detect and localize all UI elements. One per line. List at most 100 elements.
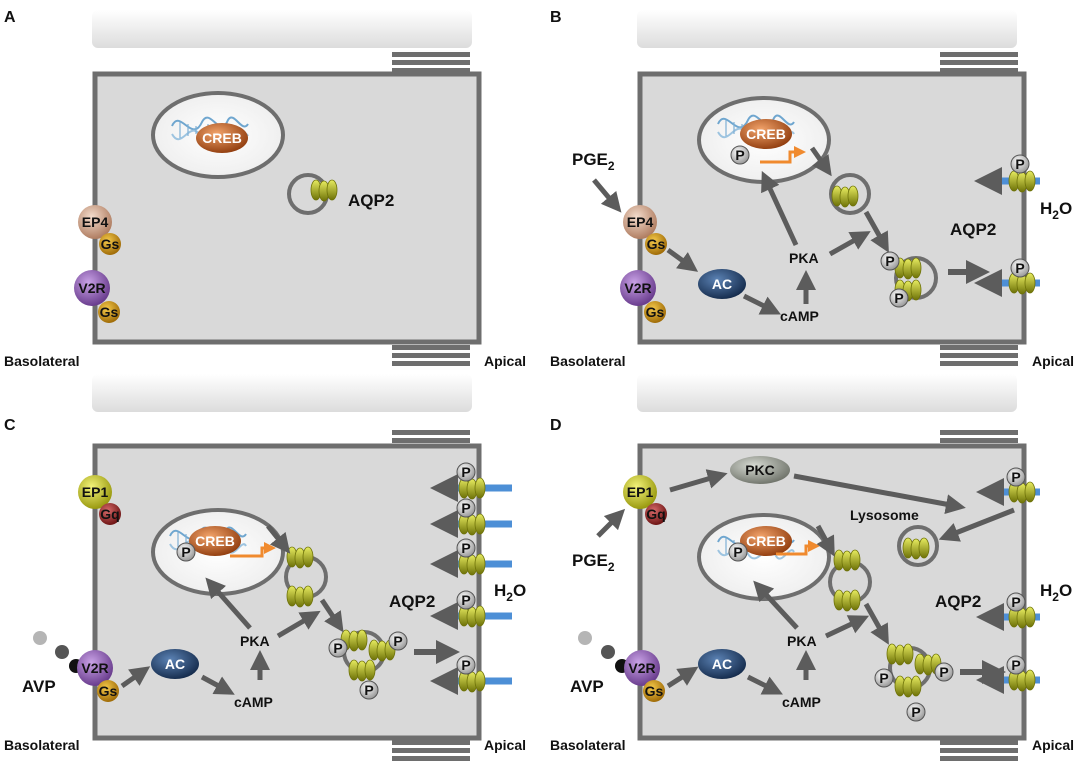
gs-label: Gs [647, 236, 666, 252]
h2o-label: H2O [494, 581, 526, 604]
gs-label: Gs [645, 683, 664, 699]
p-label: P [735, 147, 744, 163]
p-label: P [1015, 156, 1024, 172]
panel-c: C CREB P P P P AQP2 H2O EP1 Gq AVP [4, 374, 526, 761]
p-label: P [1011, 469, 1020, 485]
apical-label: Apical [484, 737, 526, 753]
p-label: P [393, 633, 402, 649]
avp-molecule [601, 645, 615, 659]
camp-label: cAMP [782, 694, 821, 710]
gs-protein-2 [98, 301, 120, 323]
panel-d: D CREB P P P P Lysosome AQP2 H2O EP1 Gq … [550, 374, 1074, 761]
ac-label: AC [165, 656, 185, 672]
v2r-label: V2R [628, 660, 655, 676]
camp-label: cAMP [780, 308, 819, 324]
p-label: P [885, 253, 894, 269]
gq-label: Gq [646, 506, 665, 522]
p-label: P [333, 640, 342, 656]
creb [196, 123, 248, 153]
adenylyl-cyclase [698, 269, 746, 299]
creb-label: CREB [746, 126, 786, 142]
v2r-receptor [624, 650, 660, 686]
cell-body [637, 71, 1027, 345]
avp-label: AVP [570, 677, 604, 696]
creb [189, 526, 241, 556]
pkc [730, 456, 790, 484]
avp-molecule [33, 631, 47, 645]
p-label: P [939, 664, 948, 680]
apical-aqp2-channels [976, 467, 1040, 694]
p-label: P [733, 544, 742, 560]
pkc-label: PKC [745, 462, 775, 478]
aqp2-label: AQP2 [389, 592, 435, 611]
panel-letter-a: A [4, 9, 16, 26]
panel-letter-d: D [550, 417, 562, 434]
gs-protein [643, 680, 665, 702]
p-label: P [1011, 657, 1020, 673]
v2r-receptor [620, 270, 656, 306]
pka-label: PKA [240, 633, 270, 649]
ep4-label: EP4 [82, 214, 109, 230]
p-label: P [461, 540, 470, 556]
v2r-label: V2R [81, 660, 108, 676]
basolateral-label: Basolateral [4, 353, 79, 369]
p-label: P [461, 464, 470, 480]
basolateral-label: Basolateral [550, 737, 625, 753]
avp-molecule [578, 631, 592, 645]
p-label: P [461, 500, 470, 516]
camp-label: cAMP [234, 694, 273, 710]
ep1-label: EP1 [627, 484, 654, 500]
ep4-receptor [78, 205, 112, 239]
ac-label: AC [712, 276, 732, 292]
p-label: P [879, 670, 888, 686]
aqp2-label: AQP2 [950, 220, 996, 239]
pka-label: PKA [787, 633, 817, 649]
ep1-receptor [623, 475, 657, 509]
apical-label: Apical [484, 353, 526, 369]
creb-label: CREB [746, 533, 786, 549]
aqp2-label: AQP2 [935, 592, 981, 611]
p-label: P [1011, 594, 1020, 610]
h2o-label: H2O [1040, 581, 1072, 604]
p-label: P [461, 657, 470, 673]
adenylyl-cyclase [698, 649, 746, 679]
gq-label: Gq [100, 506, 119, 522]
gs-protein [645, 233, 667, 255]
creb-label: CREB [202, 130, 242, 146]
top-cell-membrane [92, 10, 472, 48]
pge2-label: PGE2 [572, 551, 615, 574]
avp-label: AVP [22, 677, 56, 696]
p-label: P [911, 704, 920, 720]
ep4-receptor [623, 205, 657, 239]
pge2-arrow [592, 178, 622, 213]
gs-label-2: Gs [100, 304, 119, 320]
p-label: P [181, 544, 190, 560]
ep1-receptor [78, 475, 112, 509]
basolateral-label: Basolateral [550, 353, 625, 369]
pka-label: PKA [789, 250, 819, 266]
v2r-receptor [77, 650, 113, 686]
gs-protein-2 [644, 301, 666, 323]
gs-label: Gs [101, 236, 120, 252]
transcription-arrow [760, 146, 806, 164]
ep4-label: EP4 [627, 214, 654, 230]
gs-protein [99, 233, 121, 255]
gq-protein [645, 503, 667, 525]
apical-aqp2-channels [430, 462, 512, 695]
creb-label: CREB [195, 533, 235, 549]
gq-protein [99, 503, 121, 525]
tight-junction-bottom [392, 345, 470, 366]
creb [740, 119, 792, 149]
v2r-label: V2R [78, 280, 105, 296]
panel-letter-b: B [550, 9, 562, 26]
p-label: P [461, 592, 470, 608]
p-label: P [364, 682, 373, 698]
p-label: P [1015, 260, 1024, 276]
apical-label: Apical [1032, 737, 1074, 753]
tight-junction-top [392, 52, 470, 73]
lysosome-label: Lysosome [850, 507, 919, 523]
ac-label: AC [712, 656, 732, 672]
v2r-receptor [74, 270, 110, 306]
v2r-label: V2R [624, 280, 651, 296]
